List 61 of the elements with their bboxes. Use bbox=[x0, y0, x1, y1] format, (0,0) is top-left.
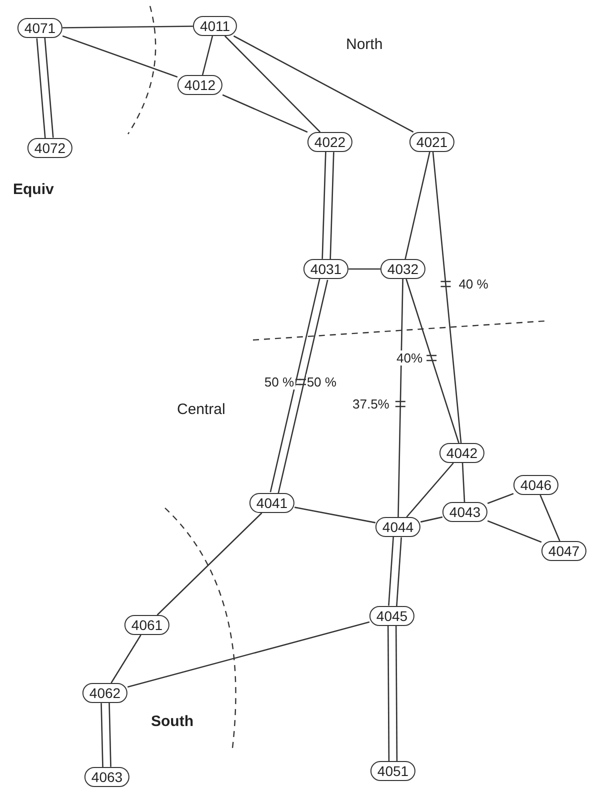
power-line bbox=[224, 36, 321, 132]
power-line bbox=[294, 506, 376, 524]
power-line bbox=[462, 462, 466, 502]
substation-node: 4041 bbox=[249, 493, 295, 513]
power-line bbox=[330, 152, 334, 260]
power-line bbox=[348, 268, 380, 270]
power-line bbox=[540, 494, 560, 542]
power-line bbox=[62, 26, 193, 28]
edge-label: 40% bbox=[396, 350, 424, 366]
power-line bbox=[156, 512, 262, 616]
power-line bbox=[387, 626, 390, 762]
power-line bbox=[388, 536, 394, 606]
substation-node: 4072 bbox=[27, 138, 73, 158]
substation-node: 4047 bbox=[541, 541, 587, 561]
power-line bbox=[322, 152, 326, 259]
power-line bbox=[420, 516, 443, 523]
power-line bbox=[44, 38, 54, 138]
edge-label: 40 % bbox=[458, 276, 490, 292]
substation-node: 4044 bbox=[375, 517, 421, 537]
power-line bbox=[395, 626, 398, 761]
power-line bbox=[487, 492, 514, 504]
edge-label: 50 % bbox=[263, 374, 296, 390]
power-line bbox=[270, 277, 320, 493]
power-line bbox=[222, 94, 308, 133]
edge-label: 37.5% bbox=[352, 396, 390, 412]
substation-node: 4012 bbox=[177, 75, 223, 95]
region-label: Equiv bbox=[13, 181, 54, 198]
substation-node: 4071 bbox=[17, 18, 63, 38]
power-line bbox=[394, 278, 406, 518]
power-line bbox=[100, 703, 104, 768]
power-line bbox=[202, 36, 214, 76]
substation-node: 4031 bbox=[303, 259, 349, 279]
power-line bbox=[36, 38, 46, 138]
power-line bbox=[396, 537, 402, 606]
substation-node: 4062 bbox=[82, 683, 128, 703]
substation-node: 4051 bbox=[370, 761, 416, 781]
power-line bbox=[110, 634, 142, 684]
substation-node: 4022 bbox=[307, 132, 353, 152]
substation-node: 4043 bbox=[442, 502, 488, 522]
power-line bbox=[487, 520, 542, 543]
power-line bbox=[406, 462, 454, 518]
power-line bbox=[127, 621, 370, 688]
substation-node: 4061 bbox=[124, 615, 170, 635]
region-label: North bbox=[346, 36, 383, 53]
substation-node: 4032 bbox=[380, 259, 426, 279]
power-line bbox=[108, 702, 112, 767]
substation-node: 4063 bbox=[84, 767, 130, 787]
power-line bbox=[278, 279, 328, 495]
substation-node: 4042 bbox=[439, 443, 485, 463]
substation-node: 4046 bbox=[513, 475, 559, 495]
power-line bbox=[406, 278, 460, 444]
substation-node: 4045 bbox=[369, 606, 415, 626]
power-line bbox=[233, 35, 414, 133]
power-line bbox=[62, 35, 178, 78]
power-line bbox=[432, 151, 462, 444]
region-label: South bbox=[151, 713, 194, 730]
substation-node: 4011 bbox=[192, 16, 238, 36]
power-line bbox=[404, 152, 430, 260]
substation-node: 4021 bbox=[409, 132, 455, 152]
edge-label: 50 % bbox=[306, 374, 338, 390]
region-label: Central bbox=[177, 401, 226, 418]
